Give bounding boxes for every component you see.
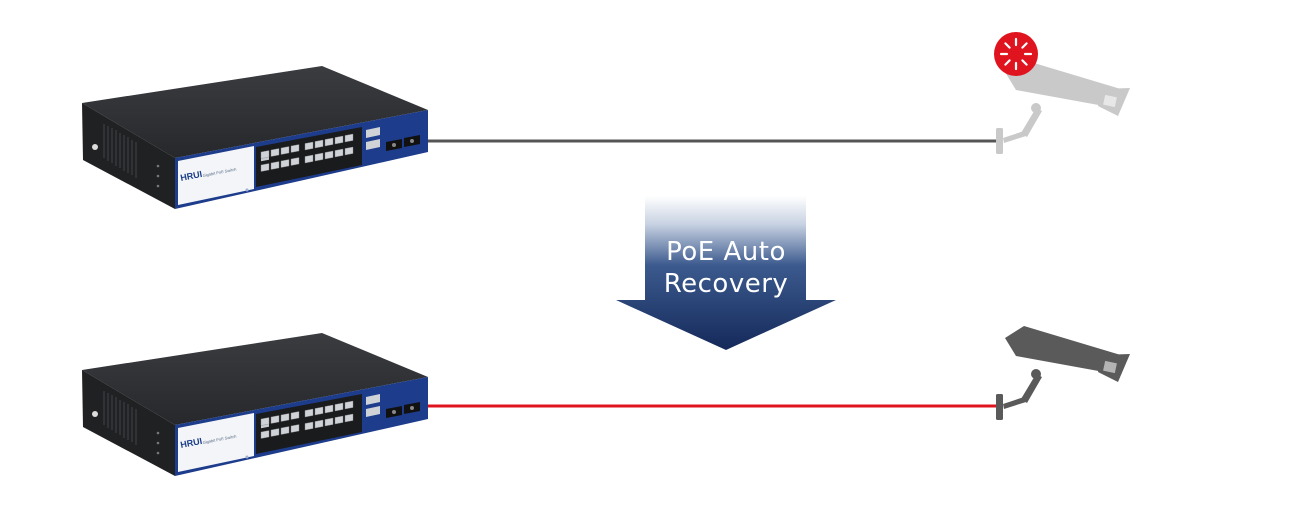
recovery-arrow	[616, 196, 836, 350]
poe-switch-after	[81, 332, 429, 477]
poe-switch-before	[81, 65, 429, 210]
alert-icon	[994, 32, 1038, 76]
recovery-label: PoE Auto Recovery	[616, 236, 836, 300]
recovery-label-line1: PoE Auto	[666, 237, 786, 267]
recovery-label-line2: Recovery	[663, 269, 789, 299]
camera-icon	[996, 326, 1130, 420]
